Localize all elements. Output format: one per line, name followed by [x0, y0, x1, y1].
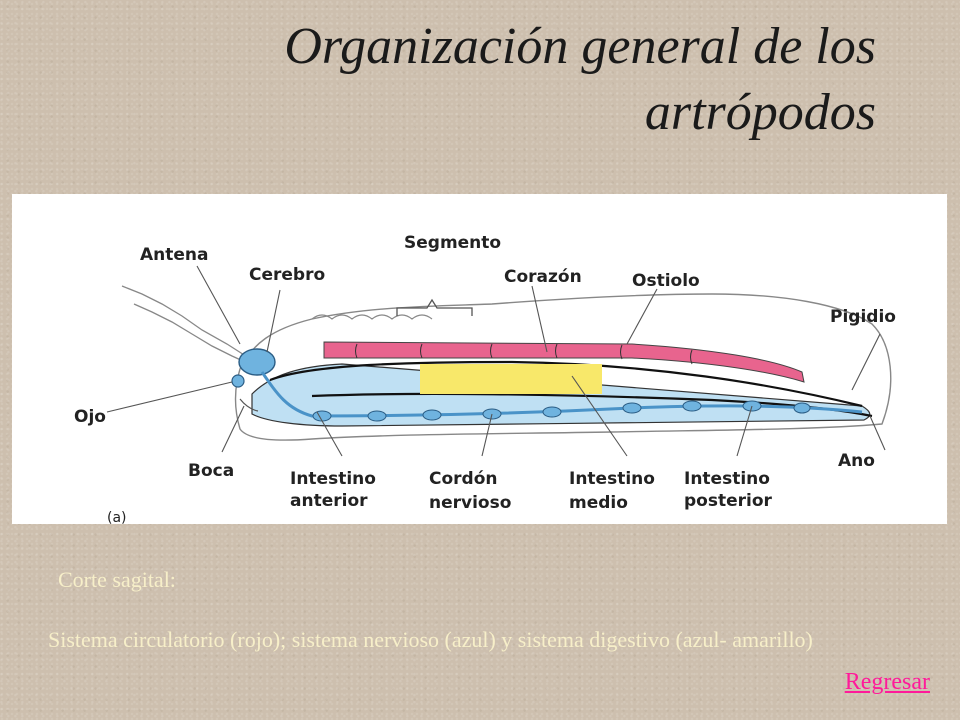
label-intestino-posterior-1: Intestino [684, 469, 770, 489]
label-cordon-2: nervioso [429, 493, 511, 513]
nerve-cord [260, 371, 863, 418]
antennae [121, 285, 255, 367]
label-ano: Ano [838, 451, 875, 471]
heart [323, 341, 805, 383]
eye [231, 374, 245, 388]
label-cerebro: Cerebro [249, 265, 325, 285]
back-link[interactable]: Regresar [844, 669, 930, 695]
label-intestino-anterior-1: Intestino [290, 469, 376, 489]
label-segmento: Segmento [404, 233, 501, 253]
segment-brace [396, 298, 473, 316]
label-pigidio: Pigidio [830, 307, 896, 327]
caption-body: Sistema circulatorio (rojo); sistema ner… [48, 627, 813, 652]
panel-label: (a) [107, 510, 127, 524]
page-title: Organización general de los artrópodos [284, 18, 876, 141]
brain [238, 348, 276, 376]
label-intestino-medio-2: medio [569, 493, 628, 513]
segment-ridge [311, 314, 433, 320]
midgut [420, 364, 602, 394]
caption-heading: Corte sagital: [58, 567, 176, 592]
label-boca: Boca [188, 461, 234, 481]
ostioles [355, 343, 693, 365]
label-ojo: Ojo [74, 407, 106, 427]
label-corazon: Corazón [504, 267, 582, 287]
mouth [239, 398, 259, 412]
diagram-svg: Antena Cerebro Segmento Corazón Ostiolo … [74, 233, 896, 524]
label-cordon-1: Cordón [429, 469, 498, 489]
tract-upper-line [269, 360, 863, 408]
arthropod-diagram: Antena Cerebro Segmento Corazón Ostiolo … [12, 194, 947, 524]
label-intestino-posterior-2: posterior [684, 491, 773, 511]
label-ostiolo: Ostiolo [632, 271, 700, 291]
label-intestino-anterior-2: anterior [290, 491, 368, 511]
label-intestino-medio-1: Intestino [569, 469, 655, 489]
label-antena: Antena [140, 245, 209, 265]
leader-lines [106, 265, 886, 457]
